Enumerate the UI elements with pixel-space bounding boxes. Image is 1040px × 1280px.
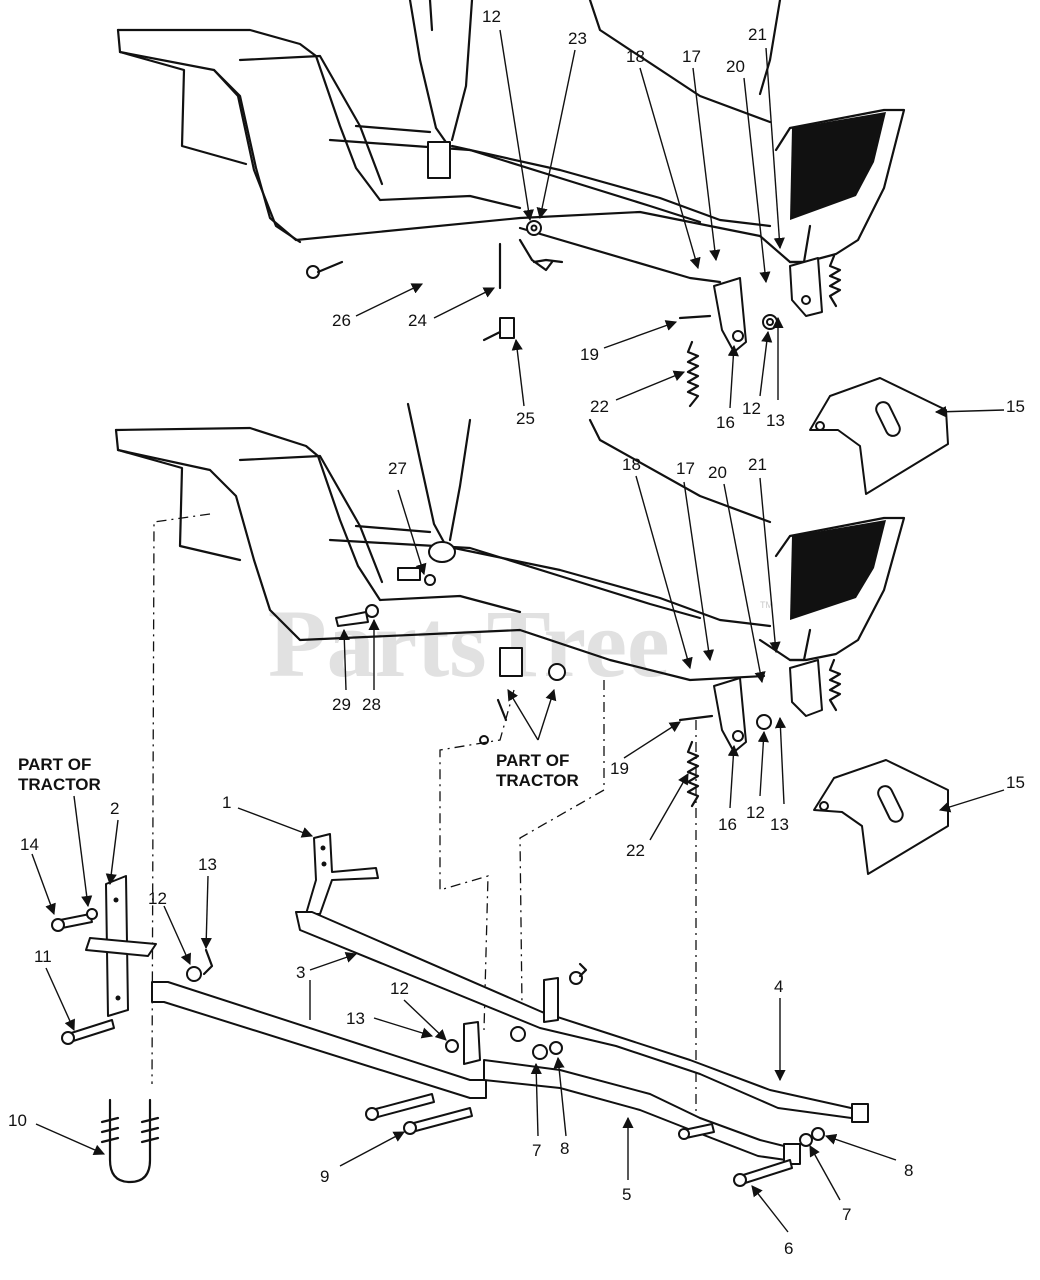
callout-number: 17 — [682, 47, 701, 66]
callout-number: 11 — [34, 947, 52, 966]
callout-number: 20 — [708, 463, 727, 482]
callout-number: 10 — [8, 1111, 27, 1130]
callout-number: 25 — [516, 409, 535, 428]
callout-number: 3 — [296, 963, 305, 982]
callout-number: 19 — [610, 759, 629, 778]
callout-number: 23 — [568, 29, 587, 48]
callout-number: 22 — [626, 841, 645, 860]
callout-number: 7 — [532, 1141, 541, 1160]
callout-number: 12 — [148, 889, 167, 908]
note-part-of-tractor-right: PART OF TRACTOR — [496, 751, 579, 790]
watermark: PartsTree — [268, 590, 670, 697]
callout-number: 28 — [362, 695, 381, 714]
callout-number: 6 — [784, 1239, 793, 1258]
callout-number: 5 — [622, 1185, 631, 1204]
callout-number: 21 — [748, 455, 767, 474]
callout-number: 7 — [842, 1205, 851, 1224]
callout-number: 17 — [676, 459, 695, 478]
note-line: PART OF — [18, 755, 91, 774]
callout-number: 4 — [774, 977, 783, 996]
callout-number: 9 — [320, 1167, 329, 1186]
callout-number: 8 — [560, 1139, 569, 1158]
adapter-plate-top — [809, 377, 949, 495]
callout-number: 20 — [726, 57, 745, 76]
callout-number: 12 — [746, 803, 765, 822]
note-part-of-tractor-left: PART OF TRACTOR — [18, 755, 101, 794]
callout-number: 13 — [346, 1009, 365, 1028]
tractor-frame-bottom — [114, 402, 906, 808]
adapter-plate-bottom — [813, 759, 949, 875]
callout-labels: 12 23 18 17 20 21 26 24 25 19 22 16 12 1… — [8, 7, 1025, 1258]
note-line: TRACTOR — [496, 771, 579, 790]
callout-number: 24 — [408, 311, 427, 330]
callout-number: 15 — [1006, 397, 1025, 416]
callout-number: 27 — [388, 459, 407, 478]
callout-number: 16 — [718, 815, 737, 834]
note-line: TRACTOR — [18, 775, 101, 794]
callout-number: 19 — [580, 345, 599, 364]
tractor-frame-top — [116, 0, 906, 408]
callout-number: 14 — [20, 835, 39, 854]
callout-number: 12 — [390, 979, 409, 998]
callout-number: 13 — [766, 411, 785, 430]
callout-number: 29 — [332, 695, 351, 714]
callout-number: 13 — [198, 855, 217, 874]
hitch-assembly — [51, 833, 869, 1187]
callout-number: 8 — [904, 1161, 913, 1180]
watermark-trademark: TM — [760, 600, 773, 610]
callout-number: 13 — [770, 815, 789, 834]
callout-number: 12 — [482, 7, 501, 26]
callout-number: 15 — [1006, 773, 1025, 792]
callout-number: 18 — [622, 455, 641, 474]
callout-number: 21 — [748, 25, 767, 44]
callout-number: 12 — [742, 399, 761, 418]
callout-number: 16 — [716, 413, 735, 432]
note-line: PART OF — [496, 751, 569, 770]
callout-number: 22 — [590, 397, 609, 416]
callout-number: 1 — [222, 793, 231, 812]
callout-number: 18 — [626, 47, 645, 66]
callout-number: 26 — [332, 311, 351, 330]
callout-number: 2 — [110, 799, 119, 818]
alignment-lines — [151, 513, 697, 1126]
leader-lines — [31, 29, 1005, 1233]
